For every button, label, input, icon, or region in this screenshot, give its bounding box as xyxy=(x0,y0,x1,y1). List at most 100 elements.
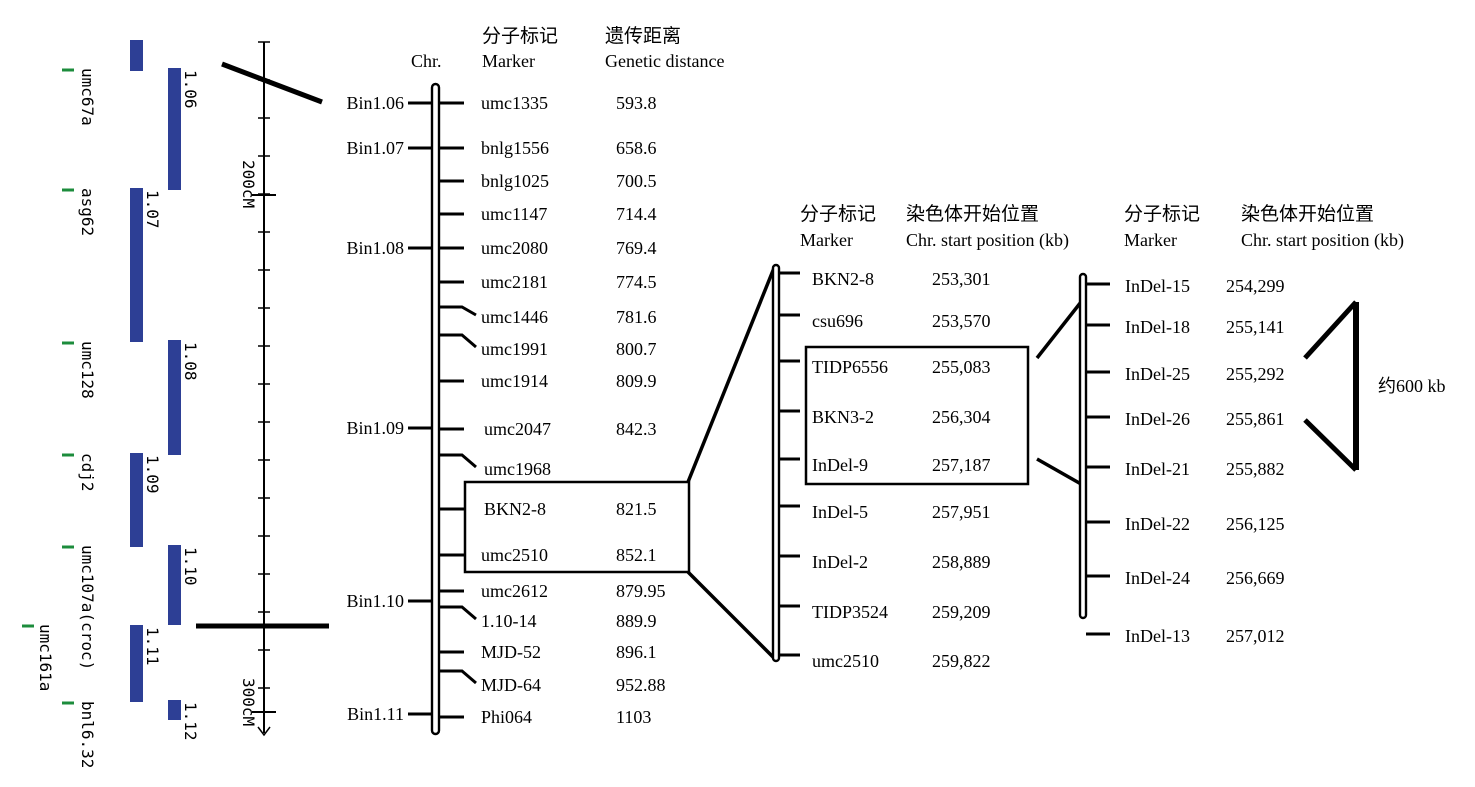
zoom1-marker-name: InDel-2 xyxy=(812,552,868,572)
connector-zoom1-zoom2-top xyxy=(1035,300,1083,360)
zoom2-marker-position: 256,669 xyxy=(1226,568,1285,588)
overview-bin-bar xyxy=(130,188,143,342)
zoom2-marker-name: InDel-15 xyxy=(1125,276,1190,296)
overview-bin-bar xyxy=(168,340,181,455)
chromosome-marker-distance: 800.7 xyxy=(616,339,657,359)
overview-marker-label: umc107a(croc) xyxy=(78,545,97,670)
chromosome-marker-tick xyxy=(439,605,477,621)
overview-panel: 1.061.071.081.091.101.111.12 umc67aasg62… xyxy=(22,40,329,768)
chromosome-marker-tick xyxy=(439,453,477,469)
distance-header-en: Genetic distance xyxy=(605,51,724,71)
chromosome-panel: Chr. 分子标记 Marker 遗传距离 Genetic distance B… xyxy=(346,25,776,736)
overview-bin-label: 1.08 xyxy=(181,342,200,381)
zoom1-marker-position: 257,187 xyxy=(932,455,991,475)
chromosome-marker-name: bnlg1556 xyxy=(481,138,549,158)
overview-bin-label: 1.12 xyxy=(181,702,200,741)
chromosome-marker-name: umc1968 xyxy=(484,459,551,479)
zoom2-marker-header-cn: 分子标记 xyxy=(1124,203,1200,225)
zoom2-position-header-en: Chr. start position (kb) xyxy=(1241,230,1404,251)
zoom2-marker-name: InDel-24 xyxy=(1125,568,1190,588)
overview-bin-label: 1.09 xyxy=(143,455,162,494)
overview-bin-bar xyxy=(130,453,143,547)
zoom1-marker-name: BKN2-8 xyxy=(812,269,874,289)
scale-ruler: 200cM 300cM xyxy=(239,41,276,737)
chromosome-marker-distance: 658.6 xyxy=(616,138,657,158)
overview-bin-label: 1.11 xyxy=(143,627,162,666)
zoom1-bar xyxy=(771,263,781,663)
connector-overview-top xyxy=(221,61,323,105)
zoom1-marker-name: csu696 xyxy=(812,311,863,331)
zoom1-marker-position: 258,889 xyxy=(932,552,991,572)
zoom2-marker-position: 254,299 xyxy=(1226,276,1285,296)
zoom2-marker-name: InDel-13 xyxy=(1125,626,1190,646)
overview-bin-bar xyxy=(168,545,181,625)
chromosome-marker-name: MJD-52 xyxy=(481,642,541,662)
zoom1-marker-position: 253,301 xyxy=(932,269,991,289)
zoom2-marker-header-en: Marker xyxy=(1124,230,1177,250)
chromosome-marker-name: umc1991 xyxy=(481,339,548,359)
chromosome-marker-distance: 889.9 xyxy=(616,611,657,631)
chromosome-marker-name: umc2181 xyxy=(481,272,548,292)
zoom1-panel: 分子标记 Marker 染色体开始位置 Chr. start position … xyxy=(771,203,1083,671)
chromosome-marker-name: umc2612 xyxy=(481,581,548,601)
chromosome-bin-label: Bin1.11 xyxy=(347,704,404,724)
zoom1-marker-name: TIDP6556 xyxy=(812,357,888,377)
chromosome-bin-label: Bin1.09 xyxy=(346,418,404,438)
overview-marker-label: umc67a xyxy=(78,68,97,126)
chromosome-marker-name: umc1914 xyxy=(481,371,548,391)
overview-marker-label: asg62 xyxy=(78,188,97,236)
zoom1-marker-name: TIDP3524 xyxy=(812,602,888,622)
overview-bins: 1.061.071.081.091.101.111.12 xyxy=(130,40,200,741)
zoom2-marker-position: 255,292 xyxy=(1226,364,1285,384)
zoom1-position-header-en: Chr. start position (kb) xyxy=(906,230,1069,251)
zoom1-marker-name: InDel-5 xyxy=(812,502,868,522)
marker-header-en: Marker xyxy=(482,51,535,71)
zoom2-marker-position: 257,012 xyxy=(1226,626,1285,646)
chromosome-bin-label: Bin1.08 xyxy=(346,238,404,258)
zoom2-marker-name: InDel-21 xyxy=(1125,459,1190,479)
chromosome-bar xyxy=(430,82,441,736)
marker-header-cn: 分子标记 xyxy=(482,25,558,47)
overview-bin-label: 1.06 xyxy=(181,70,200,109)
chromosome-marker-name: umc2510 xyxy=(481,545,548,565)
zoom2-marker-name: InDel-22 xyxy=(1125,514,1190,534)
zoom1-marker-position: 259,822 xyxy=(932,651,991,671)
overview-bin-bar xyxy=(130,625,143,702)
chromosome-marker-distance: 821.5 xyxy=(616,499,657,519)
zoom1-marker-position: 256,304 xyxy=(932,407,991,427)
zoom2-marker-position: 255,861 xyxy=(1226,409,1285,429)
chromosome-marker-distance: 952.88 xyxy=(616,675,666,695)
scale-label-300: 300cM xyxy=(239,678,258,726)
overview-marker-label: umc128 xyxy=(78,341,97,399)
chromosome-marker-tick xyxy=(439,333,477,349)
chromosome-marker-distance: 852.1 xyxy=(616,545,657,565)
chromosome-marker-distance: 1103 xyxy=(616,707,651,727)
chromosome-marker-tick xyxy=(439,669,477,685)
chromosome-marker-name: umc2080 xyxy=(481,238,548,258)
chromosome-marker-distance: 781.6 xyxy=(616,307,657,327)
chromosome-marker-name: MJD-64 xyxy=(481,675,541,695)
chromosome-marker-distance: 593.8 xyxy=(616,93,657,113)
zoom1-position-header-cn: 染色体开始位置 xyxy=(906,203,1039,225)
chromosome-marker-name: Phi064 xyxy=(481,707,532,727)
chromosome-marker-distance: 879.95 xyxy=(616,581,666,601)
chromosome-marker-distance: 769.4 xyxy=(616,238,657,258)
connector-chr-zoom-bottom xyxy=(686,570,776,660)
chromosome-marker-distance: 896.1 xyxy=(616,642,657,662)
scale-label-200: 200cM xyxy=(239,160,258,208)
overview-marker-label: umc161a xyxy=(36,624,55,691)
overview-bin-bar xyxy=(168,68,181,190)
zoom1-marker-name: umc2510 xyxy=(812,651,879,671)
zoom1-marker-name: BKN3-2 xyxy=(812,407,874,427)
overview-marker-label: bnl6.32 xyxy=(78,701,97,768)
chromosome-marker-name: umc1147 xyxy=(481,204,547,224)
chromosome-marker-name: bnlg1025 xyxy=(481,171,549,191)
zoom2-marker-name: InDel-18 xyxy=(1125,317,1190,337)
zoom1-marker-header-cn: 分子标记 xyxy=(800,203,876,225)
chromosome-marker-tick xyxy=(439,305,477,317)
zoom1-marker-header-en: Marker xyxy=(800,230,853,250)
zoom2-bar xyxy=(1078,272,1088,620)
chromosome-marker-distance: 714.4 xyxy=(616,204,657,224)
